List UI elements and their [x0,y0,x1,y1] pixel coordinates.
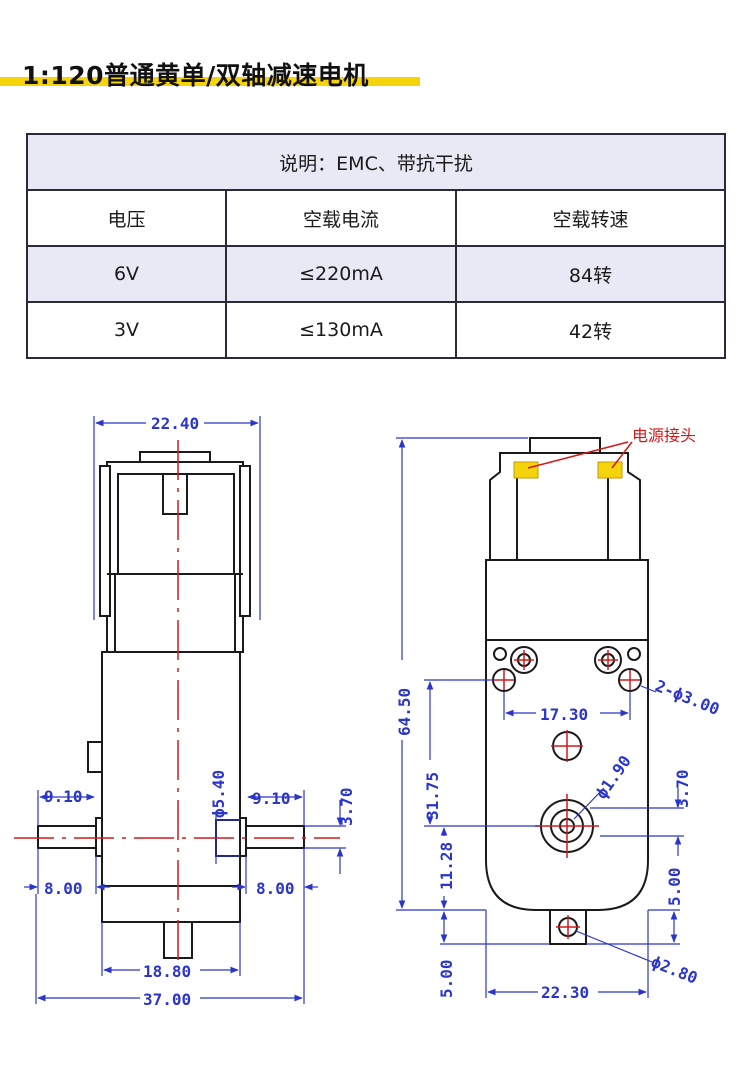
table-note-row: 说明：EMC、带抗干扰 [25,133,727,191]
left-dimension-labels: 22.40 9.10 8.00 ϕ5.40 9.10 3.70 8.00 18.… [44,414,356,1009]
left-centerlines [14,440,340,960]
table-header-row: 电压 空载电流 空载转速 [26,189,727,247]
dim-width-top: 22.40 [151,414,199,433]
dim-tab-hole: ϕ2.80 [649,952,701,988]
cell-current: ≤220mA [225,245,457,303]
table-row: 3V ≤130mA 42转 [26,301,727,359]
cell-voltage: 3V [26,301,227,359]
cell-speed: 84转 [454,245,727,303]
dim-shaft-right: 9.10 [252,789,291,808]
dim-flat-left: 8.00 [44,879,83,898]
dim-shaft-position: 31.75 [423,772,442,820]
technical-drawing: 22.40 9.10 8.00 ϕ5.40 9.10 3.70 8.00 18.… [14,414,723,1009]
title-block: 1:120普通黄单/双轴减速电机 [0,56,420,90]
dim-base-width: 22.30 [541,983,589,1002]
title-underline [0,77,420,86]
dim-shaft-diameter: ϕ5.40 [209,770,228,818]
dim-flat-right: 8.00 [256,879,295,898]
header-voltage: 电压 [26,189,227,247]
table-row: 6V ≤220mA 84转 [26,245,727,303]
cell-speed: 42转 [454,301,727,359]
dim-offset-a: 3.70 [673,769,692,808]
dim-offset-b: 5.00 [665,867,684,906]
page-title: 1:120普通黄单/双轴减速电机 [22,61,369,90]
dim-hole-spacing: 17.30 [540,705,588,724]
dim-bottom-left: 5.00 [437,959,456,998]
power-connector-label: 电源接头 [632,426,696,445]
table-note: 说明：EMC、带抗干扰 [25,133,727,191]
dim-total-height: 64.50 [395,688,414,736]
left-view [37,451,305,959]
right-centerlines [494,441,640,939]
right-dimensions [396,437,684,998]
spec-table: 说明：EMC、带抗干扰 电压 空载电流 空载转速 6V ≤220mA 84转 3… [25,133,727,359]
dim-total-width: 37.00 [143,990,191,1009]
cell-current: ≤130mA [225,301,457,359]
cell-voltage: 6V [26,245,227,303]
dim-hole-spec: 2-ϕ3.00 [653,676,723,719]
dim-shaft-left: 9.10 [44,787,83,806]
dim-body-width: 18.80 [143,962,191,981]
dim-flat-height: 3.70 [337,787,356,826]
power-connectors [513,461,623,479]
header-noload-speed: 空载转速 [454,189,727,247]
header-noload-current: 空载电流 [225,189,457,247]
dim-lower-height: 11.28 [437,842,456,890]
left-dimensions [24,416,346,1004]
right-view [485,437,649,945]
